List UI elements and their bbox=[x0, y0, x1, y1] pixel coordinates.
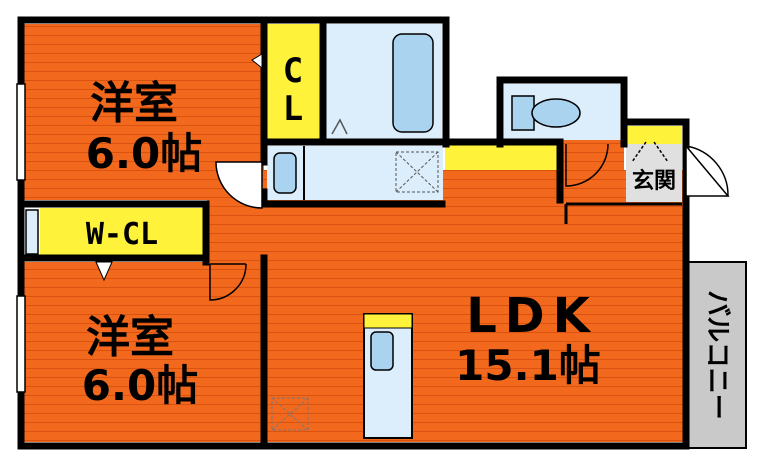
ldk-size: 15.1帖 bbox=[455, 341, 601, 390]
kitchen-island-top bbox=[363, 313, 413, 329]
window-left-top bbox=[16, 83, 26, 181]
closet-door-arrow-top bbox=[251, 53, 263, 70]
bathtub-icon bbox=[392, 33, 434, 133]
bedroom-bottom-name: 洋室 bbox=[86, 312, 174, 363]
toilet-tank-icon bbox=[511, 95, 535, 131]
entrance-label: 玄関 bbox=[632, 168, 676, 194]
floor-hatch-cross-b bbox=[271, 397, 309, 431]
toilet-bowl-icon bbox=[531, 98, 581, 128]
closet-cl-label-c: C bbox=[283, 51, 303, 91]
walls bbox=[17, 16, 690, 450]
bedroom-top-size: 6.0帖 bbox=[86, 129, 202, 178]
closet-wcl-label: W-CL bbox=[86, 217, 158, 252]
door-swings bbox=[209, 141, 730, 301]
bedroom-top-name: 洋室 bbox=[90, 78, 178, 129]
floor-hatch-cross-a bbox=[271, 397, 309, 431]
entrance-area bbox=[626, 144, 682, 202]
closet-cl-label-l: L bbox=[283, 89, 303, 129]
hall-floor bbox=[562, 140, 624, 200]
closet-wcl-area bbox=[40, 208, 204, 256]
balcony-label: バルコニー bbox=[702, 290, 732, 419]
ldk-floor-lower bbox=[262, 262, 683, 442]
balcony-area bbox=[687, 261, 747, 449]
wash-basin-icon bbox=[273, 152, 297, 194]
kitchen-counter-yellow bbox=[445, 144, 560, 170]
closet-cl-area bbox=[267, 24, 323, 140]
entrance-step bbox=[626, 126, 682, 144]
kitchen-sink-icon bbox=[370, 331, 394, 371]
bath-door-icon bbox=[331, 118, 348, 135]
window-left-bottom bbox=[16, 295, 26, 393]
wcl-window bbox=[25, 209, 39, 255]
bedroom-bottom-floor bbox=[24, 262, 262, 442]
ldk-name: LDK bbox=[466, 288, 598, 344]
washer-space-icon bbox=[395, 151, 439, 193]
bedroom-bottom-size: 6.0帖 bbox=[82, 361, 198, 410]
closet-door-arrow-bottom bbox=[95, 261, 113, 282]
floor-hatch-icon bbox=[271, 397, 309, 431]
